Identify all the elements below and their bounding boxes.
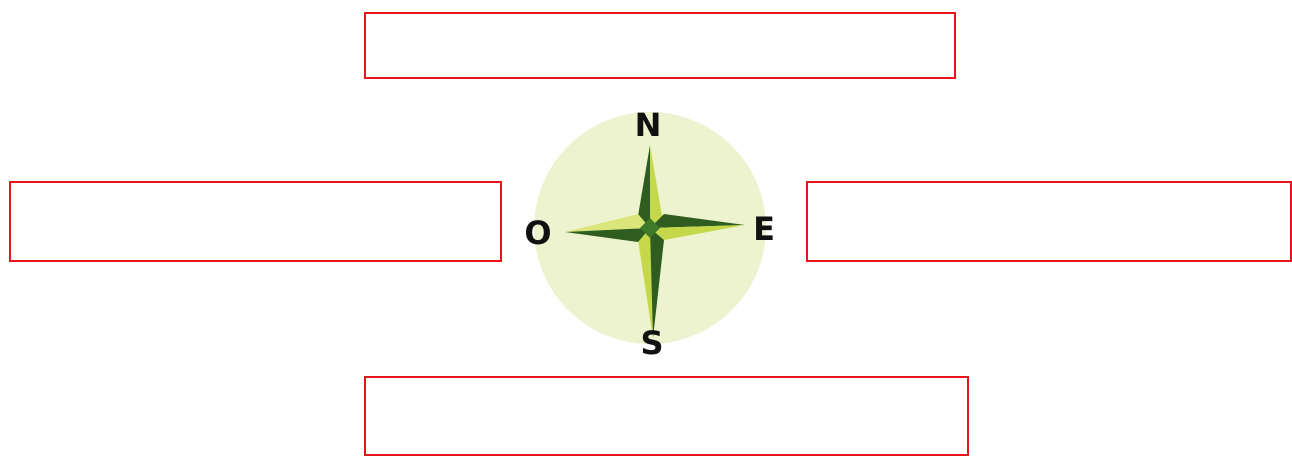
west-point-top [565, 214, 650, 232]
east-answer-box[interactable] [806, 181, 1292, 262]
west-point-bottom [565, 228, 650, 242]
south-point-right [650, 228, 664, 338]
north-label: N [635, 106, 662, 144]
north-answer-box[interactable] [364, 12, 956, 79]
north-point-right [650, 145, 662, 228]
east-label: E [753, 210, 775, 248]
compass-disc [534, 112, 766, 344]
east-point-top [650, 214, 745, 228]
south-answer-box[interactable] [364, 376, 969, 456]
north-point-left [638, 145, 650, 228]
east-point-bottom [650, 225, 745, 240]
south-point-left [638, 228, 653, 338]
south-label: S [640, 324, 663, 362]
west-label: O [524, 214, 551, 252]
compass-center [640, 218, 660, 238]
west-answer-box[interactable] [9, 181, 502, 262]
